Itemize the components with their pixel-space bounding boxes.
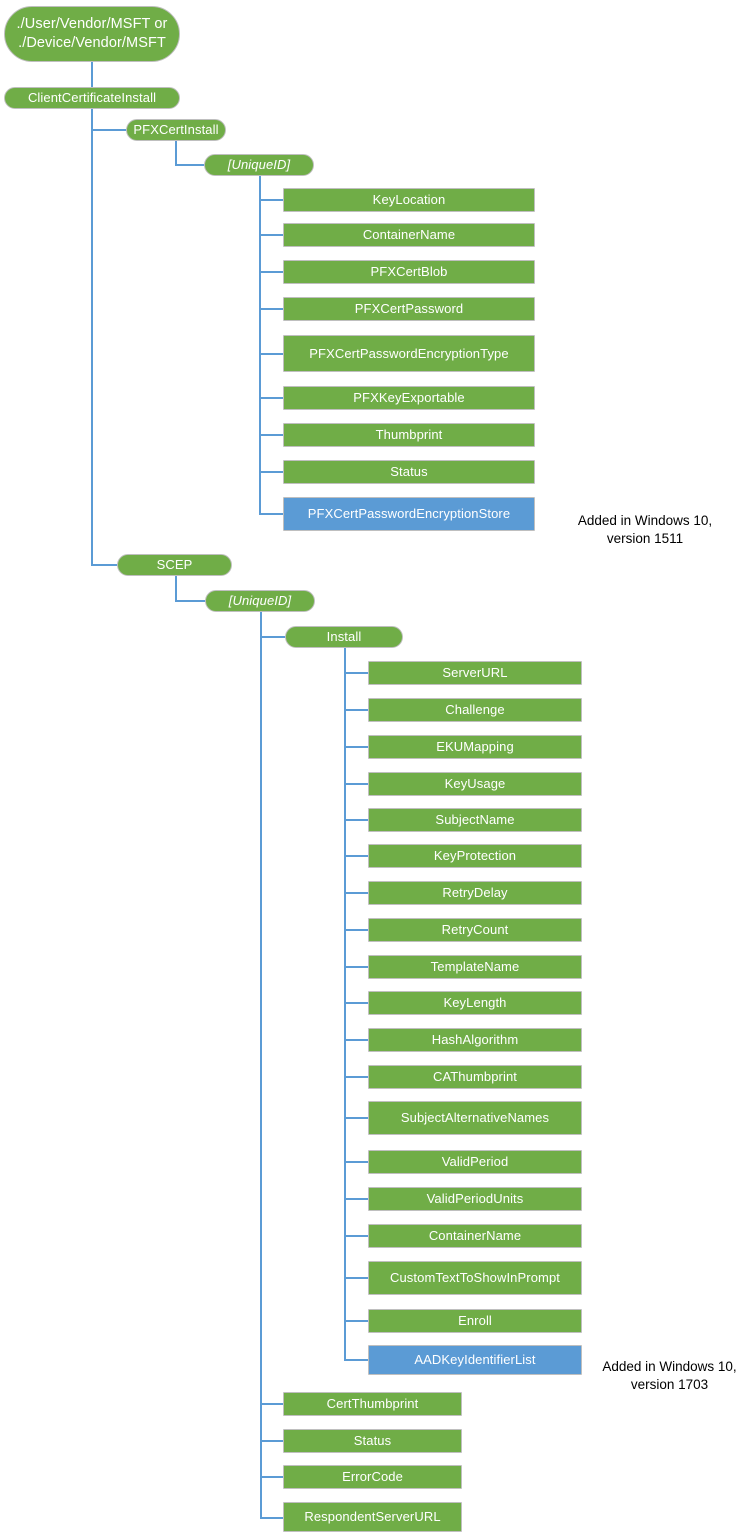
node-keyusage[interactable]: KeyUsage xyxy=(368,772,582,796)
node-pfxcertinstall-label: PFXCertInstall xyxy=(133,122,219,138)
node-status-pfx[interactable]: Status xyxy=(283,460,535,484)
node-keyprotection-label: KeyProtection xyxy=(433,848,517,864)
node-containername-scep[interactable]: ContainerName xyxy=(368,1224,582,1248)
annotation-windows10-1703-text: Added in Windows 10, version 1703 xyxy=(602,1359,737,1393)
node-enroll[interactable]: Enroll xyxy=(368,1309,582,1333)
node-challenge-label: Challenge xyxy=(445,702,505,718)
node-status-scep-label: Status xyxy=(353,1433,392,1449)
node-keylength[interactable]: KeyLength xyxy=(368,991,582,1015)
node-validperiodunits[interactable]: ValidPeriodUnits xyxy=(368,1187,582,1211)
node-pfx-uniqueid[interactable]: [UniqueID] xyxy=(204,154,314,176)
node-scep-label: SCEP xyxy=(156,557,193,573)
annotation-windows10-1703: Added in Windows 10, version 1703 xyxy=(592,1340,747,1395)
annotation-windows10-1511: Added in Windows 10, version 1511 xyxy=(545,494,745,549)
node-retrycount[interactable]: RetryCount xyxy=(368,918,582,942)
node-validperiodunits-label: ValidPeriodUnits xyxy=(426,1191,524,1207)
node-keyusage-label: KeyUsage xyxy=(444,776,506,792)
node-keylocation-label: KeyLocation xyxy=(372,192,446,208)
node-serverurl-label: ServerURL xyxy=(442,665,508,681)
node-certthumbprint-label: CertThumbprint xyxy=(326,1396,419,1412)
node-pfxcertblob-label: PFXCertBlob xyxy=(370,264,448,280)
node-clientcertificateinstall-label: ClientCertificateInstall xyxy=(27,90,157,106)
node-keylength-label: KeyLength xyxy=(443,995,507,1011)
node-containername-pfx-label: ContainerName xyxy=(362,227,456,243)
node-thumbprint[interactable]: Thumbprint xyxy=(283,423,535,447)
node-subjectname-label: SubjectName xyxy=(435,812,515,828)
node-pfxcertpassword[interactable]: PFXCertPassword xyxy=(283,297,535,321)
node-root[interactable]: ./User/Vendor/MSFT or ./Device/Vendor/MS… xyxy=(4,6,180,62)
node-pfxcertpasswordencryptiontype-label: PFXCertPasswordEncryptionType xyxy=(309,345,509,361)
node-templatename-label: TemplateName xyxy=(430,959,520,975)
node-clientcertificateinstall[interactable]: ClientCertificateInstall xyxy=(4,87,180,109)
node-subjectname[interactable]: SubjectName xyxy=(368,808,582,832)
annotation-windows10-1511-text: Added in Windows 10, version 1511 xyxy=(577,513,713,547)
node-install-label: Install xyxy=(326,629,362,645)
node-ekumapping[interactable]: EKUMapping xyxy=(368,735,582,759)
node-validperiod[interactable]: ValidPeriod xyxy=(368,1150,582,1174)
node-errorcode-label: ErrorCode xyxy=(342,1469,403,1485)
node-thumbprint-label: Thumbprint xyxy=(375,427,443,443)
node-containername-pfx[interactable]: ContainerName xyxy=(283,223,535,247)
node-aadkeyidentifierlist-label: AADKeyIdentifierList xyxy=(414,1352,536,1368)
node-templatename[interactable]: TemplateName xyxy=(368,955,582,979)
node-pfxcertpasswordencryptiontype[interactable]: PFXCertPasswordEncryptionType xyxy=(283,335,535,372)
node-serverurl[interactable]: ServerURL xyxy=(368,661,582,685)
node-retrydelay[interactable]: RetryDelay xyxy=(368,881,582,905)
node-keyprotection[interactable]: KeyProtection xyxy=(368,844,582,868)
node-keylocation[interactable]: KeyLocation xyxy=(283,188,535,212)
node-status-scep[interactable]: Status xyxy=(283,1429,462,1453)
node-pfxcertinstall[interactable]: PFXCertInstall xyxy=(126,119,226,141)
node-retrycount-label: RetryCount xyxy=(441,922,509,938)
node-pfxcertpasswordencryptionstore-label: PFXCertPasswordEncryptionStore xyxy=(307,506,511,522)
node-hashalgorithm[interactable]: HashAlgorithm xyxy=(368,1028,582,1052)
node-aadkeyidentifierlist[interactable]: AADKeyIdentifierList xyxy=(368,1345,582,1375)
node-cathumbprint-label: CAThumbprint xyxy=(432,1069,518,1085)
node-certthumbprint[interactable]: CertThumbprint xyxy=(283,1392,462,1416)
node-subjectalternativenames-label: SubjectAlternativeNames xyxy=(400,1110,550,1126)
node-pfxcertblob[interactable]: PFXCertBlob xyxy=(283,260,535,284)
node-scep[interactable]: SCEP xyxy=(117,554,232,576)
node-root-label: ./User/Vendor/MSFT or ./Device/Vendor/MS… xyxy=(16,16,168,51)
node-hashalgorithm-label: HashAlgorithm xyxy=(431,1032,519,1048)
node-pfx-uniqueid-label: [UniqueID] xyxy=(227,157,291,173)
node-challenge[interactable]: Challenge xyxy=(368,698,582,722)
node-retrydelay-label: RetryDelay xyxy=(442,885,508,901)
node-ekumapping-label: EKUMapping xyxy=(436,739,514,755)
node-subjectalternativenames[interactable]: SubjectAlternativeNames xyxy=(368,1101,582,1135)
node-errorcode[interactable]: ErrorCode xyxy=(283,1465,462,1489)
node-customtexttoshowinprompt[interactable]: CustomTextToShowInPrompt xyxy=(368,1261,582,1295)
node-install[interactable]: Install xyxy=(285,626,403,648)
node-scep-uniqueid[interactable]: [UniqueID] xyxy=(205,590,315,612)
node-containername-scep-label: ContainerName xyxy=(428,1228,522,1244)
node-pfxkeyexportable-label: PFXKeyExportable xyxy=(353,390,465,406)
node-status-pfx-label: Status xyxy=(390,464,428,480)
node-customtexttoshowinprompt-label: CustomTextToShowInPrompt xyxy=(389,1270,561,1286)
node-pfxcertpassword-label: PFXCertPassword xyxy=(354,301,464,317)
node-scep-uniqueid-label: [UniqueID] xyxy=(228,593,292,609)
node-pfxkeyexportable[interactable]: PFXKeyExportable xyxy=(283,386,535,410)
node-respondentserverurl-label: RespondentServerURL xyxy=(304,1509,441,1525)
node-validperiod-label: ValidPeriod xyxy=(441,1154,509,1170)
node-pfxcertpasswordencryptionstore[interactable]: PFXCertPasswordEncryptionStore xyxy=(283,497,535,531)
node-enroll-label: Enroll xyxy=(458,1313,492,1329)
node-cathumbprint[interactable]: CAThumbprint xyxy=(368,1065,582,1089)
node-respondentserverurl[interactable]: RespondentServerURL xyxy=(283,1502,462,1532)
